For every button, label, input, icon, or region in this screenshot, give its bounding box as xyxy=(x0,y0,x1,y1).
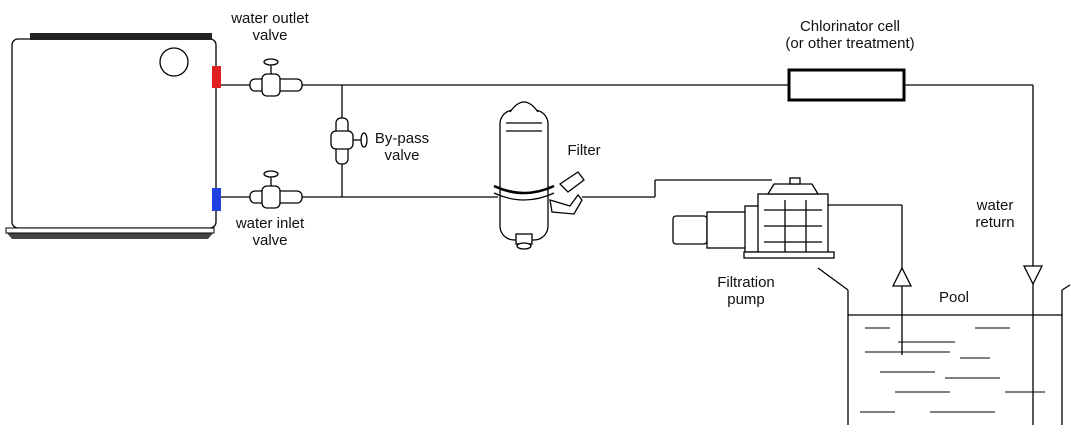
heat-pump-unit xyxy=(5,33,221,239)
return-arrow-icon xyxy=(1022,265,1044,286)
pool-icon xyxy=(817,267,1071,425)
outlet-valve-icon xyxy=(249,58,303,97)
filter-icon xyxy=(493,101,585,250)
bypass-valve-label: By-pass valve xyxy=(374,130,430,164)
chlorinator-label: Chlorinator cell (or other treatment) xyxy=(785,18,915,52)
filtration-pump-icon xyxy=(672,177,835,259)
pump-label: Filtration pump xyxy=(717,274,775,308)
outlet-port xyxy=(212,66,221,88)
inlet-valve-label: water inlet valve xyxy=(235,215,305,249)
suction-arrow-icon xyxy=(891,266,913,287)
outlet-valve-label: water outlet valve xyxy=(231,10,309,44)
filter-label: Filter xyxy=(567,142,601,159)
chlorinator-cell-icon xyxy=(787,68,906,102)
gauge-icon xyxy=(159,47,189,77)
bypass-valve-icon xyxy=(330,117,368,165)
inlet-valve-icon xyxy=(249,170,303,209)
pool-label: Pool xyxy=(938,289,970,306)
water-return-label: water return xyxy=(975,197,1015,231)
inlet-port xyxy=(212,188,221,211)
